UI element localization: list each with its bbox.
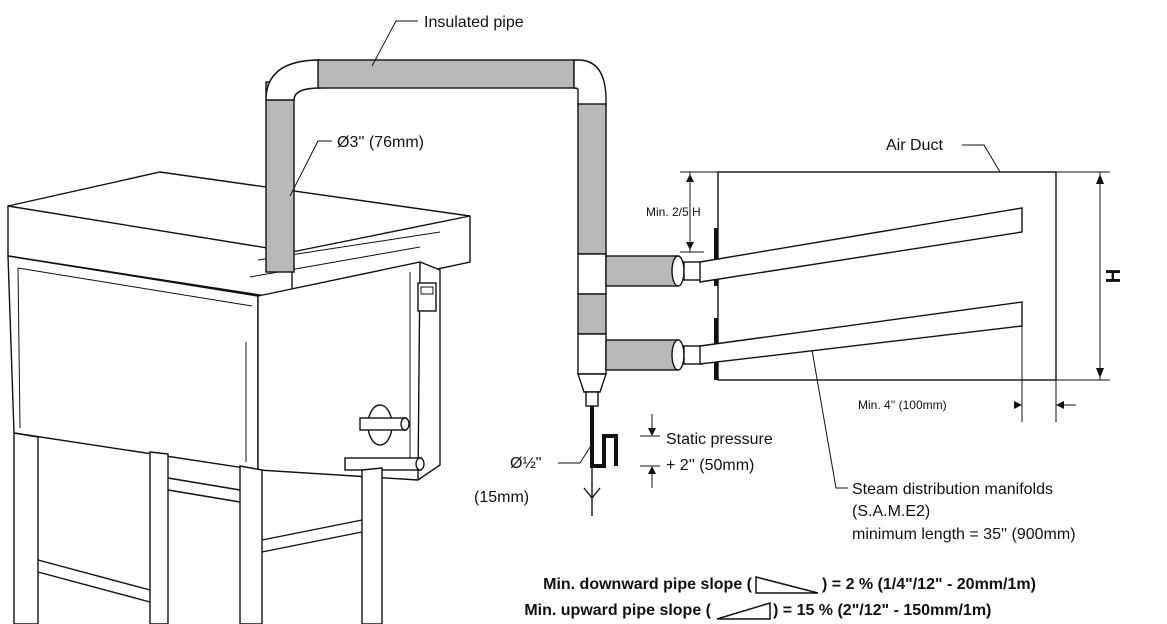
- upward-slope-wedge-icon: [716, 601, 771, 620]
- label-static-pressure-offset: + 2'' (50mm): [666, 457, 754, 474]
- label-manifolds: Steam distribution manifolds: [852, 481, 1053, 498]
- label-manifolds-length: minimum length = 35'' (900mm): [852, 526, 1076, 543]
- slope-down-suffix: ) = 2 % (1/4"/12" - 20mm/1m): [822, 576, 1036, 593]
- label-insulated-pipe: Insulated pipe: [424, 14, 524, 31]
- unit-side-panel: [257, 261, 441, 481]
- label-drain-diameter-mm: (15mm): [474, 489, 529, 506]
- slope-down-prefix: Min. downward pipe slope (: [543, 576, 753, 593]
- label-min-4in: Min. 4'' (100mm): [858, 398, 947, 412]
- dimension-min-2-5-h: [680, 171, 718, 253]
- leader-lines: [289, 20, 1001, 489]
- humidifier-unit: [7, 171, 471, 624]
- slope-up-suffix: ) = 15 % (2"/12" - 150mm/1m): [773, 602, 991, 619]
- label-h: H: [1103, 269, 1125, 283]
- dimension-min-4in: [1014, 326, 1076, 422]
- label-air-duct: Air Duct: [886, 137, 943, 154]
- air-duct: [699, 171, 1057, 381]
- label-drain-diameter: Ø½": [510, 455, 541, 472]
- unit-stand: [13, 432, 383, 624]
- manifold-branch-upper: [605, 255, 679, 287]
- steam-manifold-upper: [699, 207, 1023, 283]
- label-min-two-fifths-h: Min. 2/5 H: [646, 205, 701, 219]
- unit-steam-nozzles: [344, 404, 425, 471]
- insulated-pipe: [265, 59, 703, 407]
- drain-y-icon: [583, 487, 601, 516]
- slope-up-prefix: Min. upward pipe slope (: [524, 602, 711, 619]
- control-display-icon: [417, 282, 437, 312]
- pipe-tee-lower: [577, 333, 607, 375]
- manifold-branch-lower: [605, 339, 679, 371]
- pipe-elbow-right: [573, 59, 607, 107]
- dimension-h: [1056, 171, 1110, 381]
- label-static-pressure: Static pressure: [666, 431, 773, 448]
- downward-slope-wedge-icon: [755, 576, 819, 594]
- label-pipe-diameter: Ø3'' (76mm): [337, 134, 424, 151]
- drain-trap: [583, 406, 660, 516]
- label-manifolds-model: (S.A.M.E2): [852, 503, 930, 520]
- pipe-elbow-left: [265, 59, 321, 101]
- pipe-tee-upper: [577, 253, 607, 295]
